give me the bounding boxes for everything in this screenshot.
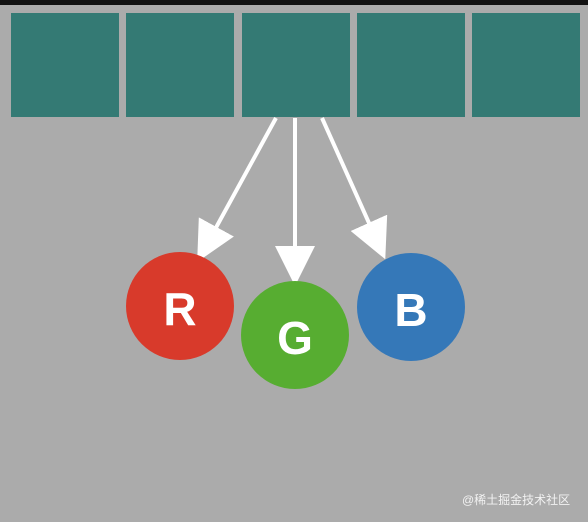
watermark-text: @稀土掘金技术社区: [462, 493, 571, 507]
teal-square-2: [126, 13, 234, 117]
g-circle-label: G: [277, 312, 313, 364]
arrow-to-b: [320, 117, 388, 260]
arrow-to-r: [197, 117, 278, 263]
g-circle: [241, 281, 349, 389]
top-border: [0, 0, 588, 5]
teal-square-4: [357, 13, 465, 117]
r-circle: [126, 252, 234, 360]
teal-square-1: [11, 13, 119, 117]
b-circle-label: B: [394, 284, 427, 336]
teal-square-5: [472, 13, 580, 117]
b-circle: [357, 253, 465, 361]
r-circle-label: R: [163, 283, 196, 335]
teal-square-3: [242, 13, 350, 117]
